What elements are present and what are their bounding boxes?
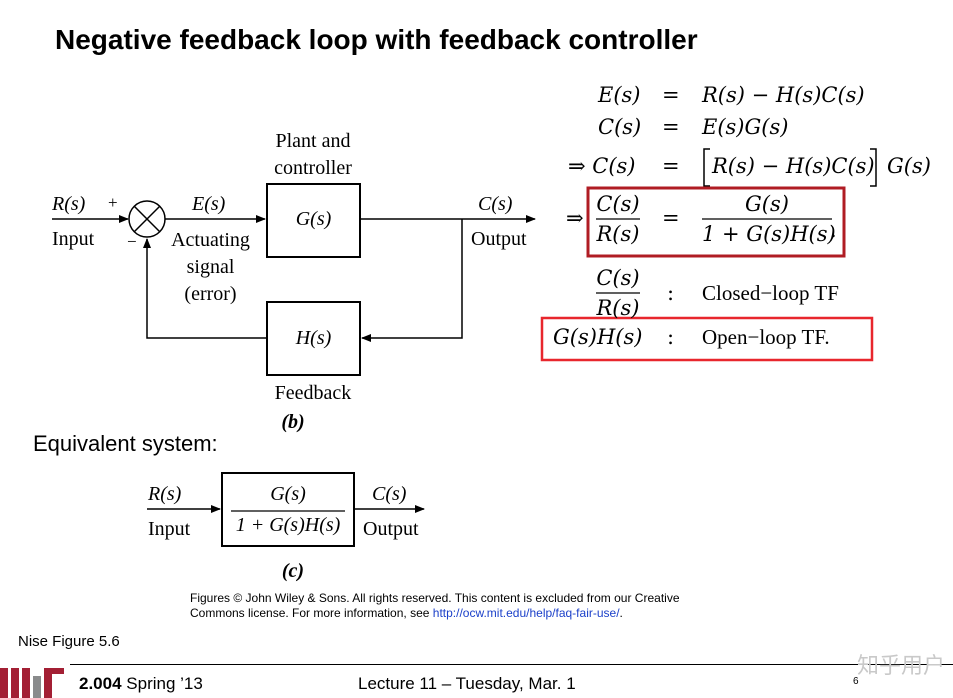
b-input-signal: R(s) xyxy=(52,193,86,215)
eq1-lhs: E(s) xyxy=(598,83,641,107)
eq4-lhs-den: R(s) xyxy=(596,222,640,246)
c-tf-denominator: 1 + G(s)H(s) xyxy=(235,514,341,536)
eq4-arrow: ⇒ xyxy=(566,206,584,230)
c-figure-tag: (c) xyxy=(281,560,305,582)
eq4-rhs-num: G(s) xyxy=(745,192,789,216)
figure-reference: Nise Figure 5.6 xyxy=(18,633,120,650)
c-input-label: Input xyxy=(148,518,191,540)
b-feedback-label: Feedback xyxy=(274,382,352,404)
b-input-label: Input xyxy=(52,228,95,250)
eq5-den: R(s) xyxy=(596,296,640,320)
slide-title: Negative feedback loop with feedback con… xyxy=(55,24,698,55)
eq3-bracket-content: R(s) − H(s)C(s) xyxy=(712,154,875,178)
eq3-tail: G(s) xyxy=(887,154,931,178)
eq2-rhs: E(s)G(s) xyxy=(702,115,789,139)
c-output-signal: C(s) xyxy=(372,483,407,505)
copyright-line1: Figures © John Wiley & Sons. All rights … xyxy=(190,591,680,605)
eq5-label: Closed−loop TF xyxy=(702,281,839,305)
open-loop-highlight-box xyxy=(540,316,874,362)
fair-use-link[interactable]: http://ocw.mit.edu/help/faq-fair-use/ xyxy=(432,606,620,620)
eq3-lhs: ⇒ C(s) xyxy=(568,154,636,178)
feedback-block xyxy=(266,301,361,376)
eq3-equals: = xyxy=(662,154,680,178)
b-error-caption-line3: (error) xyxy=(184,283,237,305)
b-error-caption-line2: signal xyxy=(186,256,235,278)
b-plant-block-label: G(s) xyxy=(295,208,332,230)
footer-lecture: Lecture 11 – Tuesday, Mar. 1 xyxy=(358,674,576,693)
b-plant-caption-line1: Plant and xyxy=(275,130,351,152)
eq5-colon: : xyxy=(667,281,675,305)
eq5-num: C(s) xyxy=(596,266,640,290)
feedback-path-out xyxy=(143,238,267,339)
b-plant-caption: Plant and controller xyxy=(258,130,368,179)
b-plant-caption-line2: controller xyxy=(274,157,352,179)
copyright-line2-prefix: Commons license. For more information, s… xyxy=(190,606,433,620)
eq4-period: . xyxy=(830,218,837,242)
b-plus-sign: + xyxy=(108,193,118,212)
b-error-caption-line1: Actuating xyxy=(171,229,250,251)
feedback-path-in xyxy=(361,219,463,342)
eq4-lhs-num: C(s) xyxy=(596,192,640,216)
b-error-caption: Actuating signal (error) xyxy=(163,229,258,305)
footer-course: 2.004 Spring ’13 xyxy=(79,674,203,694)
eq2-equals: = xyxy=(662,115,680,139)
footer-divider xyxy=(70,664,953,665)
eq4-rhs-den: 1 + G(s)H(s) xyxy=(702,222,836,246)
equivalent-system-label: Equivalent system: xyxy=(33,431,218,456)
eq4-equals: = xyxy=(662,206,680,230)
c-tf-numerator: G(s) xyxy=(270,483,306,505)
b-error-signal: E(s) xyxy=(192,193,226,215)
eq1-equals: = xyxy=(662,83,680,107)
b-feedback-block-label: H(s) xyxy=(295,327,332,349)
eq3-left-bracket xyxy=(703,148,710,187)
copyright-notice: Figures © John Wiley & Sons. All rights … xyxy=(190,591,810,621)
eq3-right-bracket xyxy=(870,148,877,187)
mit-logo xyxy=(0,668,64,698)
footer-course-number: 2.004 xyxy=(79,674,122,693)
b-minus-sign: − xyxy=(127,232,137,251)
eq6-lhs: G(s)H(s) xyxy=(553,325,643,349)
closed-loop-highlight-box xyxy=(586,186,846,258)
equiv-tf-block xyxy=(221,472,355,547)
watermark: 知乎用户 xyxy=(856,654,945,679)
footer-course-term: Spring ’13 xyxy=(121,674,203,693)
plant-block xyxy=(266,183,361,258)
eq6-label: Open−loop TF. xyxy=(702,325,830,349)
b-output-label: Output xyxy=(471,228,527,250)
c-input-signal: R(s) xyxy=(148,483,182,505)
eq1-rhs: R(s) − H(s)C(s) xyxy=(702,83,865,107)
b-output-signal: C(s) xyxy=(478,193,513,215)
copyright-line2: Commons license. For more information, s… xyxy=(190,606,810,621)
copyright-line2-suffix: . xyxy=(619,606,623,620)
b-figure-tag: (b) xyxy=(281,411,305,433)
c-output-label: Output xyxy=(363,518,419,540)
eq2-lhs: C(s) xyxy=(598,115,642,139)
eq6-colon: : xyxy=(667,325,675,349)
page-number: 6 xyxy=(853,676,859,687)
